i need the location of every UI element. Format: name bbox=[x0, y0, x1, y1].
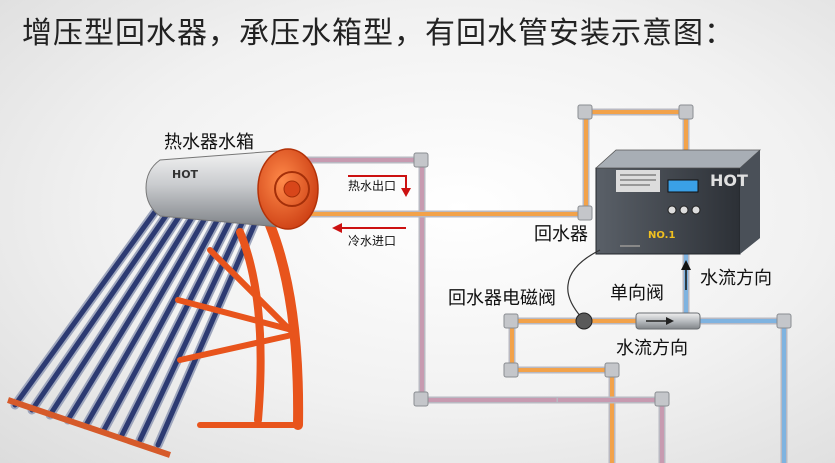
labels: 热水器水箱 热水出口 冷水进口 回水器 水流方向 回水器电磁阀 单向阀 水流方向 bbox=[164, 132, 772, 359]
flow-direction-label-up: 水流方向 bbox=[700, 268, 772, 289]
tank-label: 热水器水箱 bbox=[164, 132, 254, 153]
device-info-panel bbox=[616, 170, 660, 192]
diagram-title: 增压型回水器，承压水箱型，有回水管安装示意图： bbox=[22, 16, 735, 51]
flow-direction-label-pipe: 水流方向 bbox=[616, 338, 688, 359]
cold-inlet-arrow bbox=[332, 223, 406, 233]
device-button-1 bbox=[667, 205, 677, 215]
hot-outlet-label: 热水出口 bbox=[348, 179, 396, 193]
solenoid-valve-body bbox=[575, 312, 593, 330]
cold-water-pipe bbox=[696, 317, 788, 463]
solenoid-valve-label: 回水器电磁阀 bbox=[448, 288, 556, 309]
check-valve bbox=[635, 312, 701, 330]
device-model-label: NO.1 bbox=[648, 230, 675, 241]
device-flow-up-arrow bbox=[681, 260, 691, 290]
pipes bbox=[296, 104, 792, 463]
hot-outlet-pipe bbox=[296, 156, 564, 404]
support-frame bbox=[175, 220, 304, 430]
device-display bbox=[667, 179, 699, 193]
return-device-label: 回水器 bbox=[534, 224, 588, 245]
device-button-2 bbox=[679, 205, 689, 215]
device-brand-logo: HOT bbox=[710, 171, 748, 190]
flow-arrows bbox=[332, 175, 691, 290]
vacuum-tube-collector bbox=[7, 200, 261, 458]
cold-inlet-label: 冷水进口 bbox=[348, 234, 396, 248]
pipe-elbows bbox=[413, 104, 792, 407]
tank-brand-logo: HOT bbox=[172, 168, 199, 181]
check-valve-label: 单向阀 bbox=[610, 283, 664, 304]
device-button-3 bbox=[691, 205, 701, 215]
return-device: HOT NO.1 bbox=[594, 149, 762, 255]
hot-outlet-arrow bbox=[348, 175, 411, 197]
solar-water-heater: HOT bbox=[7, 148, 319, 458]
control-cable bbox=[567, 249, 601, 319]
water-tank: HOT bbox=[145, 148, 319, 230]
device-top-loop-pipe bbox=[582, 108, 690, 218]
